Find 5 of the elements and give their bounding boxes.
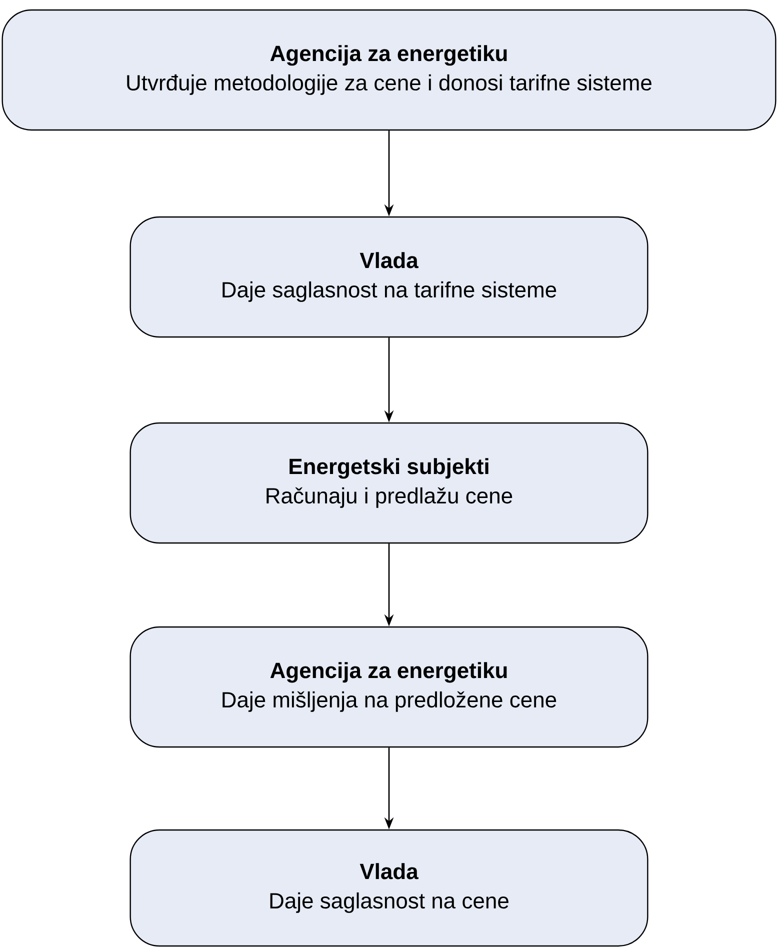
process-box: Vlada Daje saglasnost na tarifne sisteme <box>130 216 648 338</box>
process-box: Agencija za energetiku Utvrđuje metodologije za cene i donosi tarifne sisteme <box>2 9 776 131</box>
process-box: Energetski subjekti Računaju i predlažu cene <box>130 422 648 544</box>
process-box: Agencija za energetiku Daje mišljenja na predložene cene <box>130 626 648 748</box>
process-box: Vlada Daje saglasnost na cene <box>130 829 648 947</box>
